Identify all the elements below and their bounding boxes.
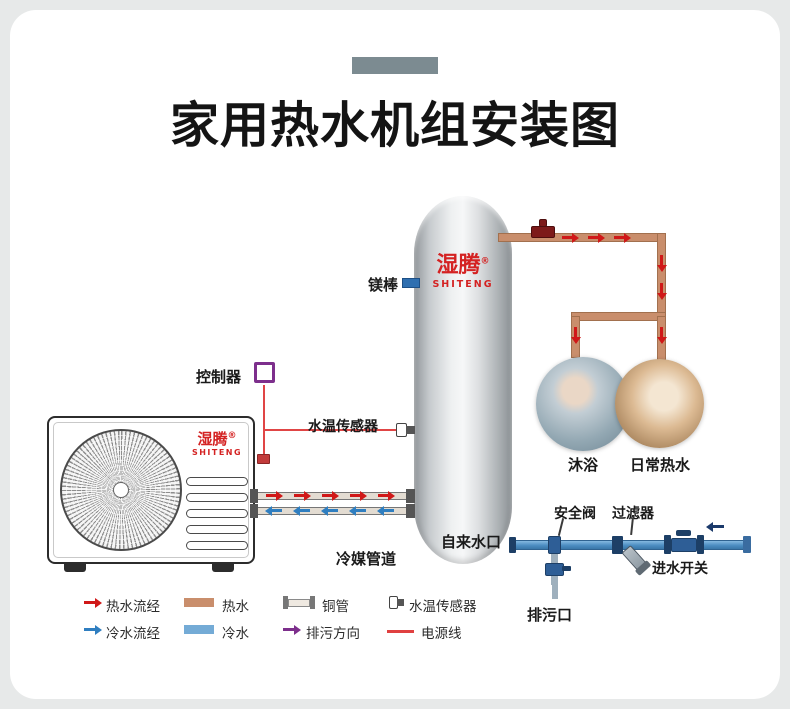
inlet-flow-arrow bbox=[713, 525, 724, 528]
tap-water-inlet-label: 自来水口 bbox=[441, 533, 502, 551]
valve-stem bbox=[551, 554, 558, 564]
hot-flow-arrow bbox=[614, 236, 624, 239]
hot-flow-arrow bbox=[660, 255, 663, 265]
drain-outlet-label: 排污口 bbox=[527, 606, 573, 624]
switch-fitting bbox=[697, 535, 704, 554]
hot-water-pipe-riser bbox=[657, 233, 666, 321]
legend-drain-direction-arrow bbox=[283, 628, 294, 631]
pipe-connector bbox=[250, 504, 258, 518]
unit-brand: 湿腾® SHITENG bbox=[182, 430, 252, 457]
hot-flow-arrow bbox=[294, 494, 304, 497]
hot-flow-arrow bbox=[350, 494, 360, 497]
hot-flow-arrow bbox=[574, 327, 577, 337]
daily-hot-water-photo bbox=[615, 359, 704, 448]
legend-power-line-label: 电源线 bbox=[421, 626, 462, 642]
power-plug bbox=[257, 454, 270, 464]
hot-outlet-valve-handle bbox=[539, 219, 547, 227]
unit-grille-slat bbox=[186, 493, 248, 502]
tank-brand: 湿腾® SHITENG bbox=[414, 253, 512, 291]
unit-brand-cn: 湿腾® bbox=[197, 430, 237, 448]
filter-label: 过滤器 bbox=[612, 506, 654, 522]
legend-cold-water-bar bbox=[184, 625, 214, 634]
safety-valve-label: 安全阀 bbox=[554, 506, 596, 522]
legend-copper-pipe-icon bbox=[283, 596, 288, 609]
water-temp-sensor-tip bbox=[406, 426, 415, 434]
unit-grille-slat bbox=[186, 477, 248, 486]
registered-mark: ® bbox=[480, 256, 490, 267]
pipe-connector bbox=[406, 489, 415, 503]
water-temp-sensor-label: 水温传感器 bbox=[308, 419, 378, 435]
legend-cold-water-label: 冷水 bbox=[222, 626, 249, 642]
cold-flow-arrow bbox=[356, 509, 366, 512]
hot-flow-arrow bbox=[660, 327, 663, 337]
water-tank bbox=[414, 196, 512, 564]
cold-flow-arrow bbox=[300, 509, 310, 512]
cold-flow-arrow bbox=[328, 509, 338, 512]
legend-cold-flow-label: 冷水流经 bbox=[106, 626, 160, 642]
hot-flow-arrow bbox=[660, 283, 663, 293]
unit-grille-slat bbox=[186, 525, 248, 534]
refrigerant-pipe-label: 冷媒管道 bbox=[336, 550, 397, 568]
inlet-switch-label: 进水开关 bbox=[652, 561, 708, 577]
unit-side-grille bbox=[186, 477, 248, 550]
magnesium-rod-mark bbox=[402, 278, 420, 288]
cold-flow-arrow bbox=[384, 509, 394, 512]
controller-box bbox=[254, 362, 275, 383]
pipe-fitting bbox=[509, 537, 516, 553]
controller-label: 控制器 bbox=[196, 368, 242, 386]
tank-brand-cn: 湿腾® bbox=[436, 253, 490, 278]
legend-copper-pipe-icon bbox=[288, 599, 310, 607]
inlet-switch-handle bbox=[676, 530, 691, 536]
shower-label: 沐浴 bbox=[567, 456, 598, 474]
inlet-switch-valve bbox=[671, 538, 697, 552]
hot-water-pipe-top bbox=[498, 233, 666, 242]
hot-flow-arrow bbox=[322, 494, 332, 497]
hot-flow-arrow bbox=[378, 494, 388, 497]
title-accent-bar bbox=[352, 57, 438, 74]
magnesium-rod-label: 镁棒 bbox=[367, 276, 398, 294]
tank-brand-en: SHITENG bbox=[432, 279, 494, 291]
legend-hot-water-label: 热水 bbox=[222, 599, 249, 615]
tee-fitting bbox=[548, 536, 561, 554]
hot-water-pipe-branch-bar bbox=[571, 312, 666, 321]
pipe-connector bbox=[406, 504, 415, 518]
heat-pump-unit-panel bbox=[53, 422, 249, 558]
pipe-end-cap bbox=[743, 536, 751, 553]
cold-flow-arrow bbox=[272, 509, 282, 512]
page-title: 家用热水机组安装图 bbox=[169, 97, 620, 154]
unit-foot bbox=[212, 562, 234, 572]
unit-foot bbox=[64, 562, 86, 572]
power-wire-vertical bbox=[263, 385, 265, 462]
hot-flow-arrow bbox=[588, 236, 598, 239]
legend-temp-sensor-icon bbox=[397, 599, 404, 606]
legend-temp-sensor-label: 水温传感器 bbox=[409, 599, 477, 615]
legend-drain-direction-label: 排污方向 bbox=[306, 626, 360, 642]
fan-grille bbox=[60, 429, 182, 551]
hot-flow-arrow bbox=[562, 236, 572, 239]
registered-mark: ® bbox=[227, 431, 237, 441]
legend-cold-flow-arrow bbox=[84, 628, 95, 631]
switch-fitting bbox=[664, 535, 671, 554]
legend-copper-pipe-icon bbox=[310, 596, 315, 609]
sensor-wire-horizontal bbox=[263, 429, 398, 431]
legend-hot-water-bar bbox=[184, 598, 214, 607]
unit-grille-slat bbox=[186, 541, 248, 550]
filter-fitting bbox=[612, 536, 623, 554]
unit-grille-slat bbox=[186, 509, 248, 518]
shower-photo bbox=[536, 357, 630, 451]
legend-hot-flow-arrow bbox=[84, 601, 95, 604]
legend-hot-flow-label: 热水流经 bbox=[106, 599, 160, 615]
card-background bbox=[10, 10, 780, 699]
valve-stem bbox=[551, 576, 558, 585]
drain-pipe bbox=[552, 584, 558, 599]
daily-hot-water-label: 日常热水 bbox=[629, 456, 690, 474]
safety-valve-lever bbox=[562, 566, 571, 571]
hot-flow-arrow bbox=[266, 494, 276, 497]
pipe-connector bbox=[250, 489, 258, 503]
legend-copper-pipe-label: 铜管 bbox=[322, 599, 349, 615]
legend-power-line-icon bbox=[387, 630, 414, 633]
hot-outlet-valve bbox=[531, 226, 555, 238]
unit-brand-en: SHITENG bbox=[191, 447, 243, 457]
